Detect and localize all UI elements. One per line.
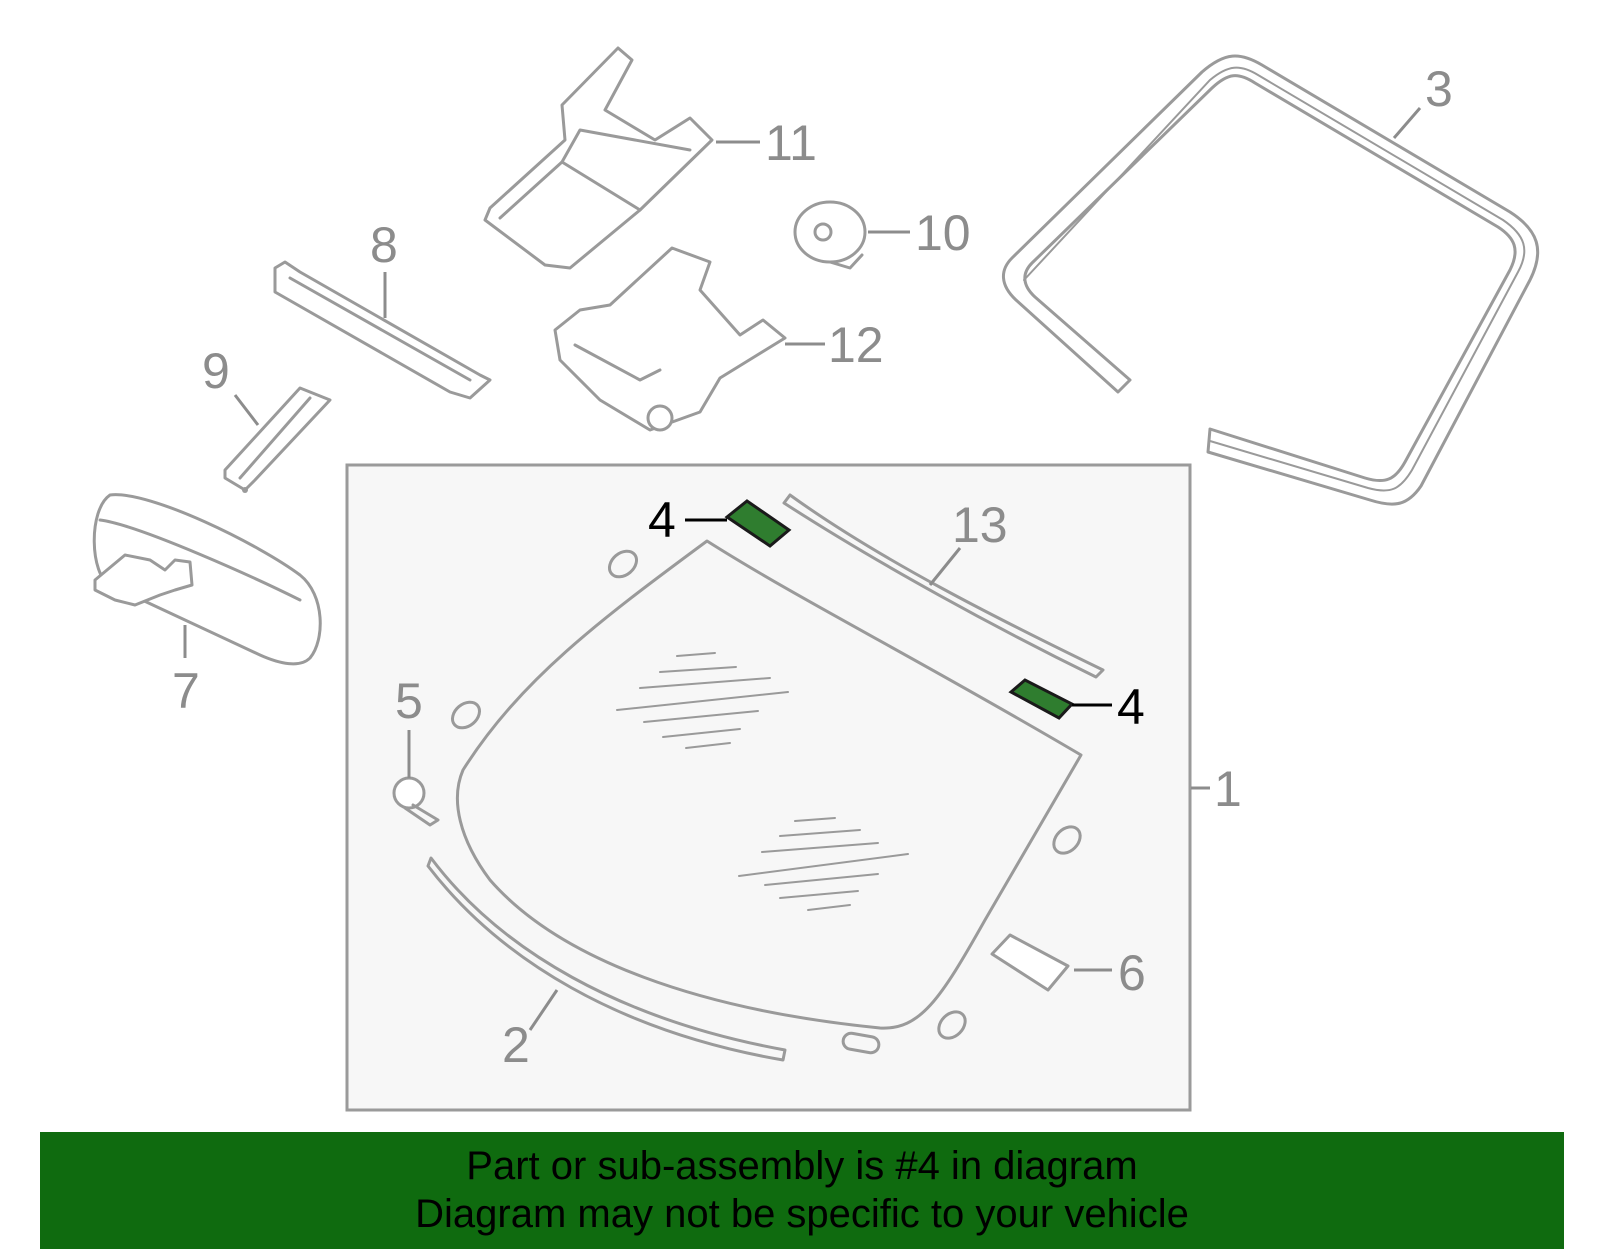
part-10-sensor: [793, 200, 867, 270]
callout-3: 3: [1425, 61, 1453, 117]
windshield-assembly-box: [345, 463, 1192, 1112]
banner-line-2: Diagram may not be specific to your vehi…: [415, 1192, 1189, 1236]
callout-12: 12: [828, 317, 884, 373]
callout-10: 10: [915, 205, 971, 261]
callout-7: 7: [172, 663, 200, 719]
callout-8: 8: [370, 217, 398, 273]
callout-leaders: [183, 107, 1422, 1031]
callout-13: 13: [952, 497, 1008, 553]
part-8-cover: [273, 260, 492, 400]
callout-9: 9: [202, 343, 230, 399]
banner-line-1: Part or sub-assembly is #4 in diagram: [466, 1144, 1138, 1188]
spacer-pads: [451, 549, 1082, 1055]
glass-reflection-lines: [616, 652, 909, 911]
callout-2: 2: [502, 1017, 530, 1073]
part-6-bracket: [990, 933, 1070, 992]
part-11-bracket: [483, 46, 714, 270]
callout-4-right: 4: [1117, 679, 1145, 735]
part-3-seal-outer: [1002, 54, 1540, 506]
callout-1: 1: [1214, 761, 1242, 817]
callout-11: 11: [765, 115, 817, 171]
part-7-rearview-mirror: [92, 493, 322, 666]
part-4-pad-left: [724, 499, 792, 548]
callout-5: 5: [395, 673, 423, 729]
windshield-glass: [456, 539, 1083, 1030]
part-13-upper-molding: [782, 493, 1105, 679]
part-2-lower-molding: [426, 856, 787, 1062]
callout-6: 6: [1118, 945, 1146, 1001]
part-12-camera-bracket: [553, 246, 787, 432]
part-9-bracket: [223, 386, 332, 493]
part-3-seal-inner: [1023, 66, 1526, 492]
info-banner: Part or sub-assembly is #4 in diagram Di…: [40, 1132, 1564, 1249]
callout-4-left: 4: [648, 492, 676, 548]
